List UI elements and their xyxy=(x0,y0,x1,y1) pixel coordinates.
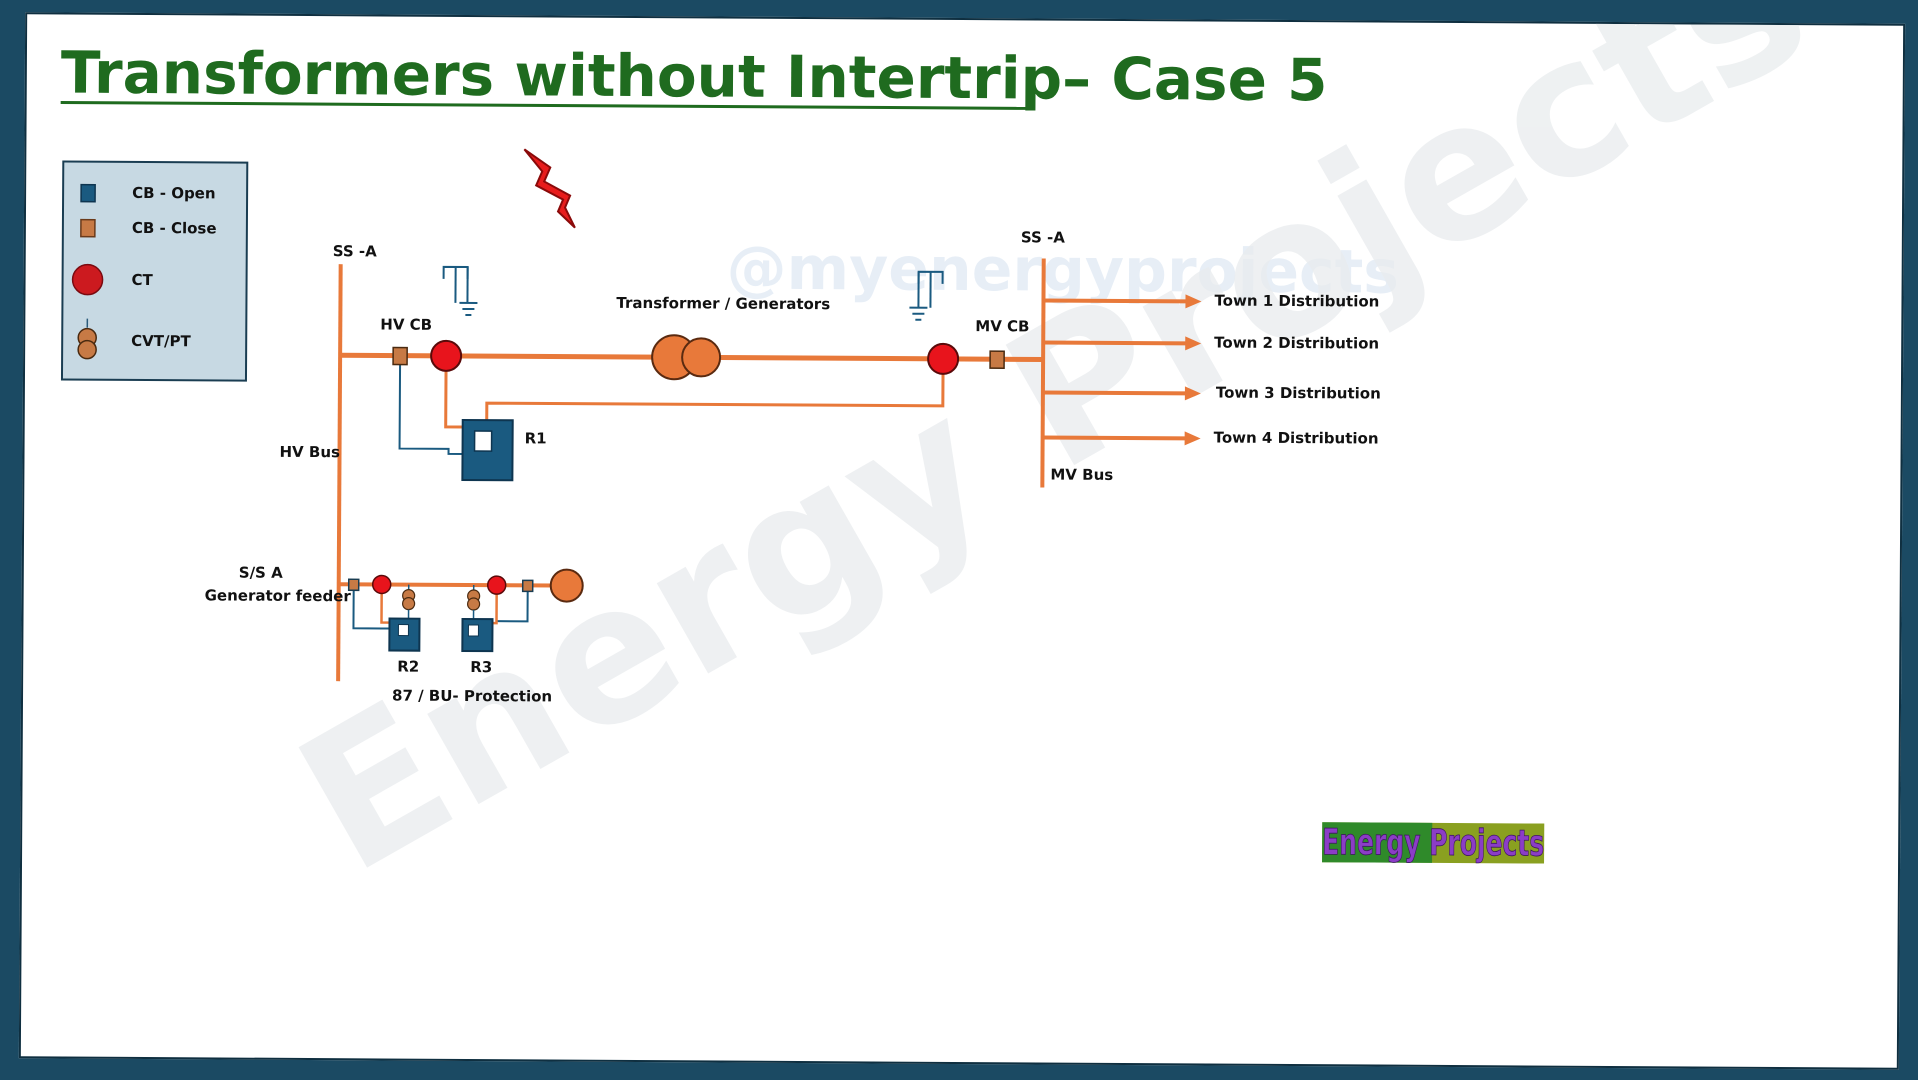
legend-label-cvt: CVT/PT xyxy=(131,332,191,350)
gen-cb-left xyxy=(347,578,360,592)
cb-close-icon xyxy=(80,218,96,238)
gen-feeder-line xyxy=(338,582,554,588)
transformer-symbol xyxy=(651,334,722,381)
mv-cb-close xyxy=(989,350,1005,370)
watermark-handle: @myenergyprojects xyxy=(726,234,1399,308)
title-underline xyxy=(60,100,1033,110)
r1-label: R1 xyxy=(525,429,547,447)
mv-bus-label: MV Bus xyxy=(1050,466,1113,484)
hv-bus-label: HV Bus xyxy=(279,443,340,461)
relay-r1-window xyxy=(473,430,493,452)
output-town-2: Town 2 Distribution xyxy=(1043,334,1379,353)
r3-label: R3 xyxy=(470,658,492,676)
legend-label-cb-open: CB - Open xyxy=(132,184,216,203)
cvt-icon xyxy=(77,318,97,360)
output-town-3: Town 3 Distribution xyxy=(1042,384,1381,403)
legend-label-ct: CT xyxy=(132,271,154,289)
transformer-label: Transformer / Generators xyxy=(616,294,830,313)
output-label: Town 2 Distribution xyxy=(1214,334,1379,353)
mv-cb-label: MV CB xyxy=(975,317,1029,335)
earth-icon xyxy=(442,265,478,316)
ssa-gen-label-line2: Generator feeder xyxy=(205,586,352,605)
legend-label-cb-close: CB - Close xyxy=(132,219,217,238)
ssa-gen-label-line1: S/S A xyxy=(239,564,283,582)
r2-label: R2 xyxy=(397,658,419,676)
ct-hv xyxy=(430,339,463,372)
output-town-1: Town 1 Distribution xyxy=(1043,292,1379,311)
legend-box xyxy=(60,160,249,382)
r1-ct-wire-mv xyxy=(485,358,945,421)
output-label: Town 1 Distribution xyxy=(1214,292,1379,311)
diagram-canvas: @myenergyprojects Energy Projects Transf… xyxy=(60,14,1841,915)
energy-projects-logo: Energy Projects xyxy=(1322,822,1545,865)
hv-bus-line xyxy=(336,264,343,682)
hv-cb-label: HV CB xyxy=(380,315,432,333)
output-label: Town 4 Distribution xyxy=(1214,429,1379,448)
relay-r2-window xyxy=(397,624,409,637)
r1-ct-wire-hv xyxy=(444,355,465,429)
mv-bus-line xyxy=(1040,258,1046,488)
page-title: Transformers without Intertrip– Case 5 xyxy=(61,38,1328,114)
relay-r3-window xyxy=(467,624,479,637)
ss-a-left-label: SS -A xyxy=(333,242,377,260)
r2-trip-wire xyxy=(352,584,390,630)
ct-icon xyxy=(71,263,104,296)
lightning-icon xyxy=(523,148,576,229)
output-town-4: Town 4 Distribution xyxy=(1042,429,1379,448)
gen-cb-right xyxy=(521,579,534,593)
output-label: Town 3 Distribution xyxy=(1216,384,1381,403)
logo-text: Energy Projects xyxy=(1322,822,1544,864)
earth-icon xyxy=(909,270,944,321)
generator-feeder xyxy=(338,568,584,653)
ss-a-right-label: SS -A xyxy=(1021,228,1065,246)
slide: @myenergyprojects Energy Projects Transf… xyxy=(18,12,1906,1070)
hv-cb-close xyxy=(392,346,408,366)
protection-label: 87 / BU- Protection xyxy=(392,687,552,706)
ct-mv xyxy=(927,342,960,375)
legend: CB - Open CB - Close CT CVT/PT xyxy=(60,160,249,382)
ct-gen-right xyxy=(486,575,507,595)
cvt-gen-right xyxy=(467,585,481,621)
r1-trip-wire xyxy=(398,355,465,455)
ct-gen-left xyxy=(371,574,392,595)
cb-open-icon xyxy=(80,183,96,203)
generator-symbol xyxy=(549,568,584,603)
r3-trip-wire xyxy=(496,585,529,623)
cvt-gen-left xyxy=(402,584,416,620)
